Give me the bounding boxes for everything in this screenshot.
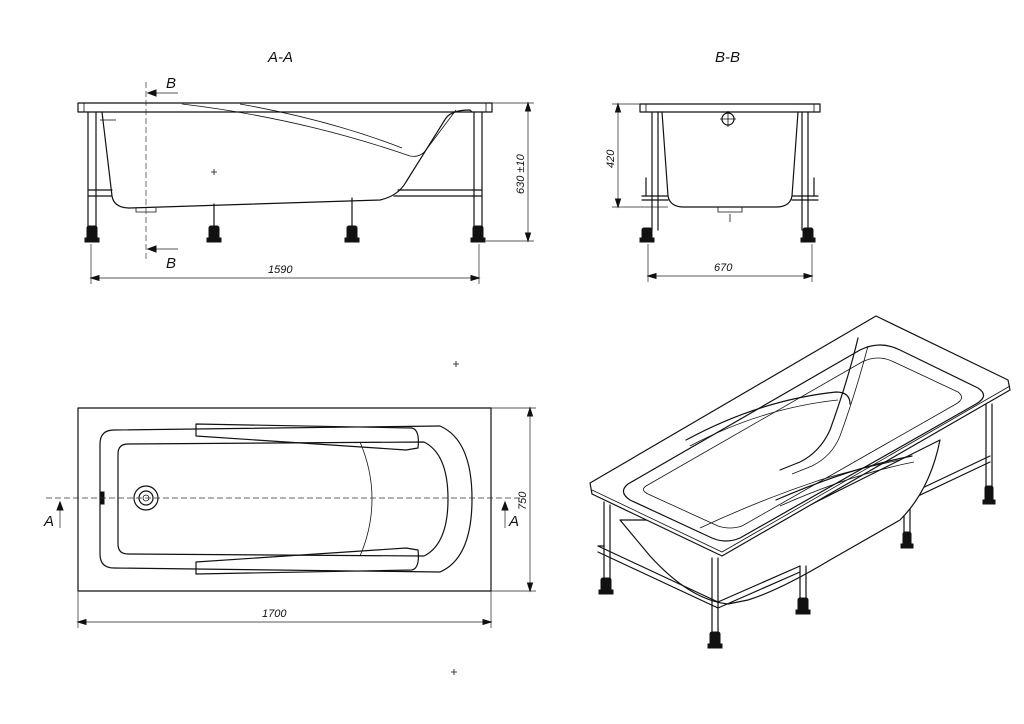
cut-marker-a-right: A	[508, 513, 519, 530]
bb-frame-left	[651, 111, 659, 231]
bb-rim	[639, 103, 821, 113]
dim-length-1700: 1700	[262, 608, 287, 620]
iso-frame-bar-side	[717, 565, 801, 609]
cut-marker-b-bottom: B	[166, 255, 176, 272]
dim-width-670: 670	[714, 262, 733, 274]
bb-tub-body	[661, 111, 799, 208]
iso-handle-left	[685, 391, 851, 441]
dim-depth-420: 420	[605, 149, 617, 168]
aa-frame-left	[87, 111, 97, 229]
plan-basin-outer	[99, 425, 473, 573]
aa-frame-right	[473, 111, 483, 229]
isometric-view	[589, 315, 1011, 649]
iso-basin-inner	[643, 357, 962, 529]
iso-frame-bar-front	[597, 545, 719, 609]
aa-rim	[77, 102, 493, 113]
cut-marker-b-top: B	[166, 75, 176, 92]
section-bb-label: B-B	[715, 49, 740, 66]
plan-basin-inner	[117, 441, 449, 557]
centre-mark-top	[453, 361, 459, 367]
dim-length-1590: 1590	[268, 264, 293, 276]
dim-height-630: 630 ±10	[515, 153, 527, 194]
aa-frame-bar	[87, 189, 483, 197]
plan-handle-bottom	[195, 547, 419, 575]
iso-frame-front-left	[603, 501, 611, 581]
aa-tub-body	[101, 109, 473, 209]
bb-frame-right	[801, 111, 809, 231]
iso-frame-front-right	[711, 557, 719, 635]
iso-backrest	[779, 337, 859, 471]
section-aa-view: A-A B B	[77, 49, 534, 284]
section-bb-view: B-B 420 670	[605, 49, 821, 282]
iso-tub-rim	[589, 315, 1011, 557]
plan-view: A A 750 1700	[43, 406, 536, 628]
section-aa-label: A-A	[267, 49, 293, 66]
iso-handle-right	[775, 455, 913, 501]
centre-mark-bottom	[451, 669, 457, 675]
cut-marker-a-left: A	[43, 513, 54, 530]
plan-handle-top	[195, 423, 419, 451]
dim-width-750: 750	[517, 491, 529, 510]
iso-basin-outer	[622, 344, 985, 542]
plan-outer-rim	[77, 407, 492, 592]
